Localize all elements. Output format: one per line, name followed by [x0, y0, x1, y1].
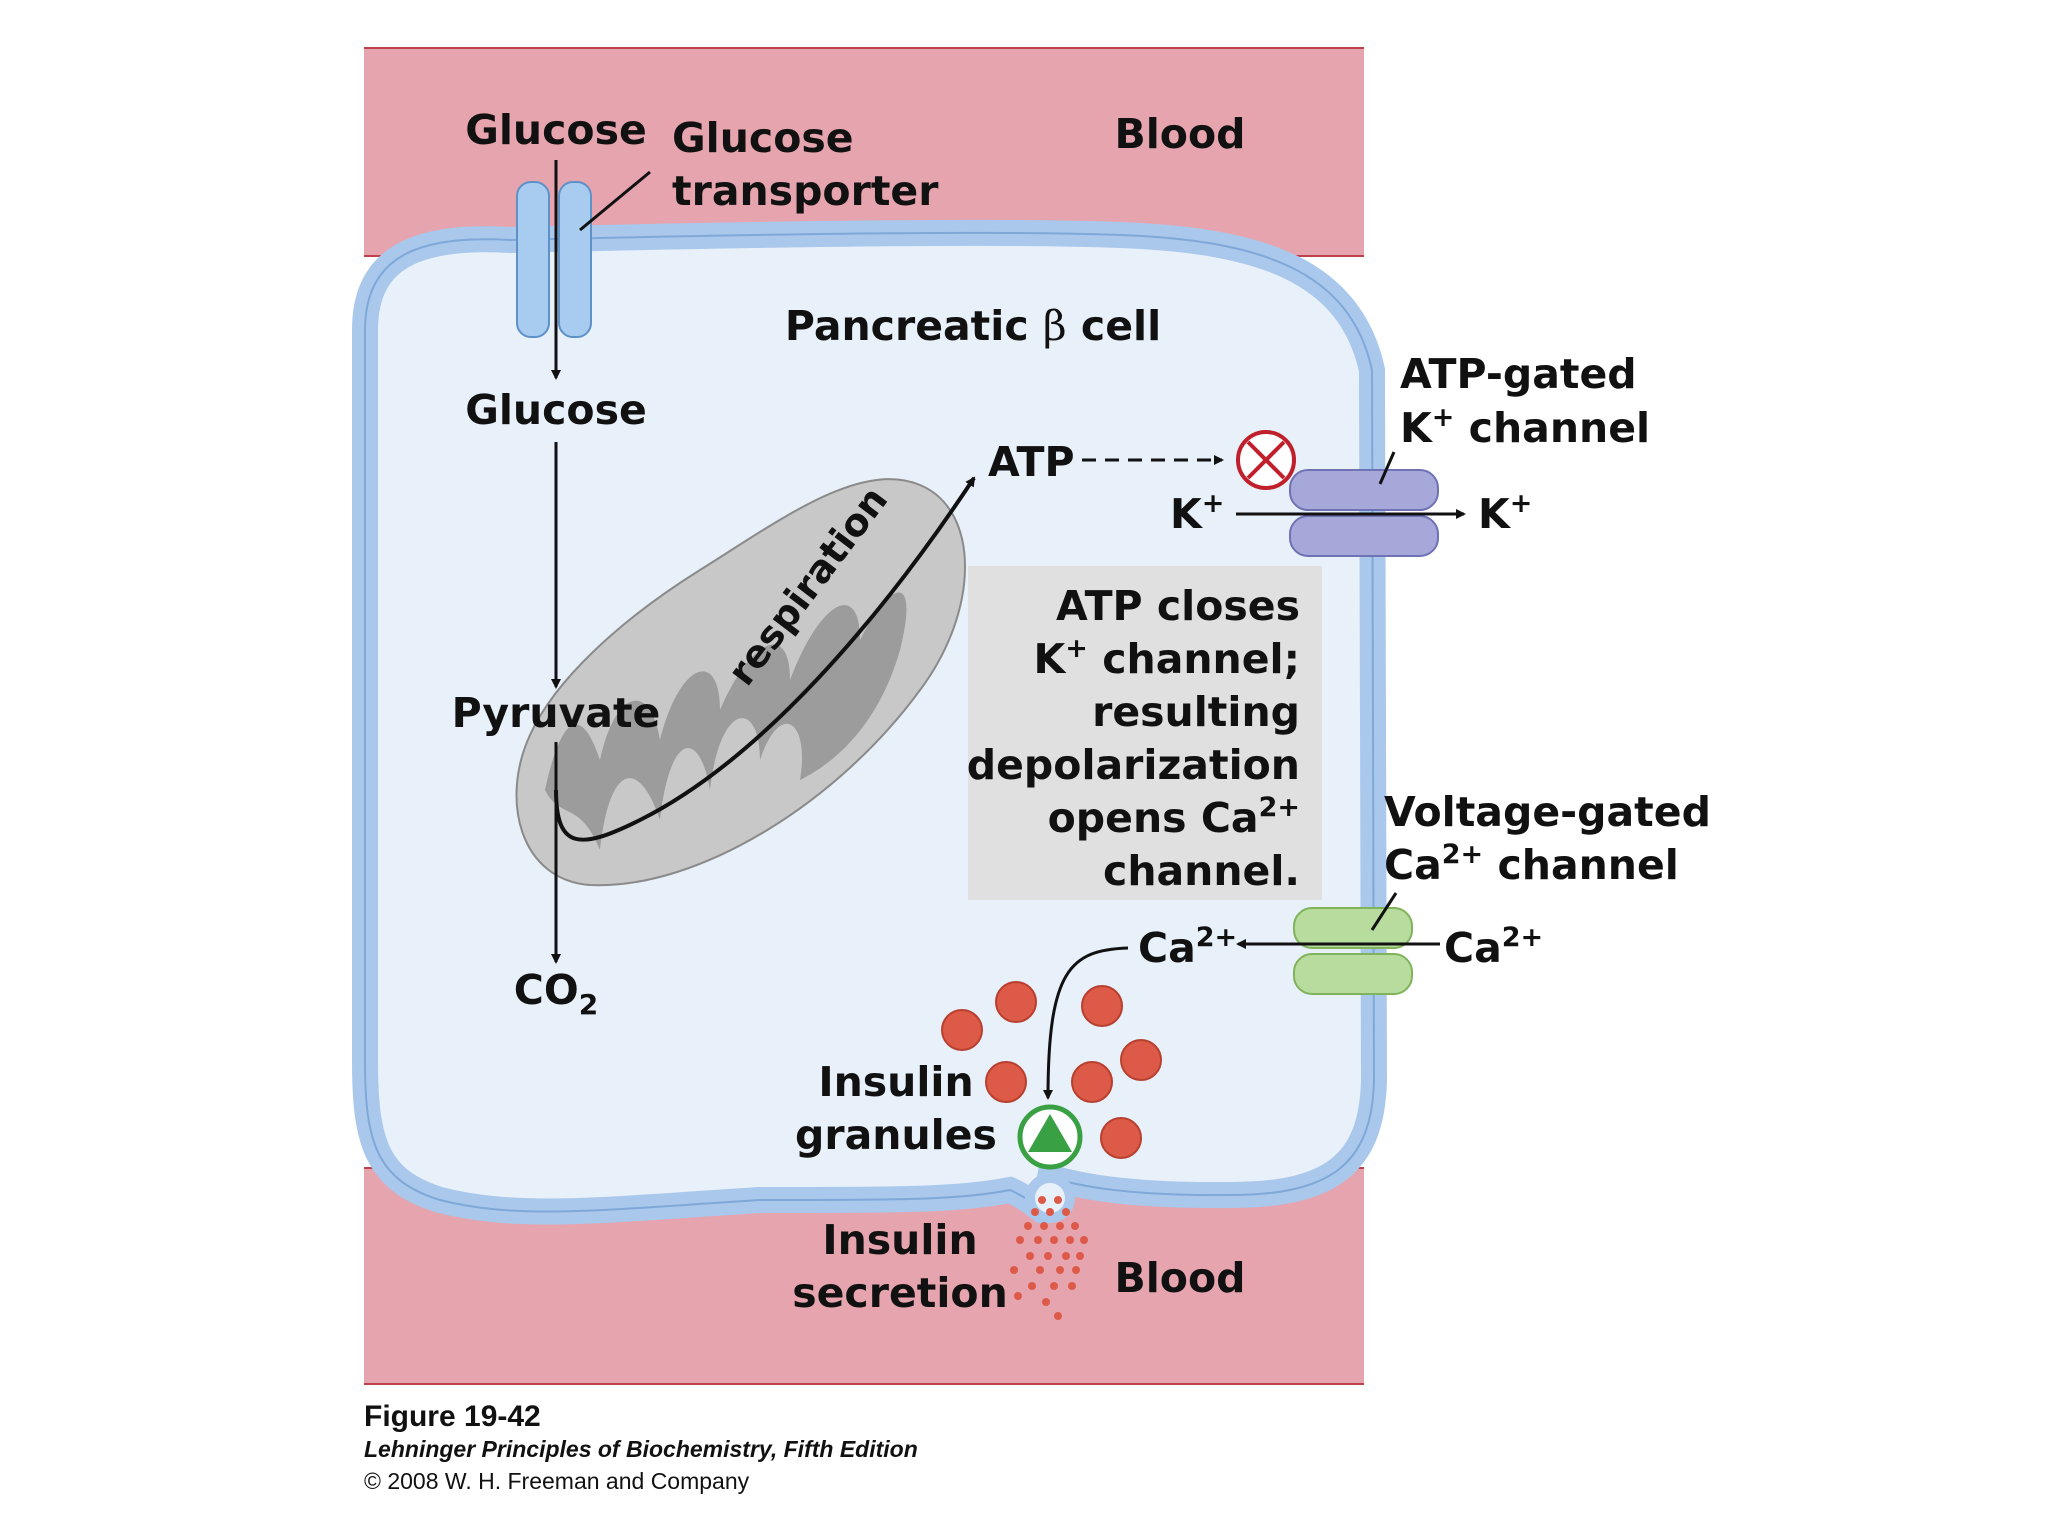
ca-channel-label-line1: Voltage-gated [1384, 788, 1711, 836]
pyruvate-label: Pyruvate [452, 689, 661, 737]
ca-outside-label: Ca2+ [1444, 922, 1543, 972]
info-line-1: ATP closes [1056, 582, 1300, 630]
mitochondrion [515, 478, 966, 887]
atp-channel-label-line2: K+ channel [1400, 402, 1650, 452]
info-line-4: depolarization [967, 741, 1300, 789]
ca-inside-label: Ca2+ [1138, 922, 1237, 972]
voltage-gated-ca-channel [1293, 907, 1413, 995]
insulin-secretion-label-line2: secretion [792, 1269, 1008, 1317]
figure-number: Figure 19-42 [364, 1400, 541, 1433]
insulin-granule [995, 981, 1037, 1023]
glucose-inside-label: Glucose [465, 386, 647, 434]
atp-label: ATP [988, 438, 1075, 486]
insulin-granules-label-line2: granules [795, 1111, 997, 1159]
beta-symbol: β [1043, 302, 1067, 350]
glucose-transporter-label-line1: Glucose [672, 114, 854, 162]
info-line-2: K+ channel; [1034, 633, 1300, 683]
exocytosis-bulge [1025, 1173, 1075, 1223]
info-line-3: resulting [1092, 688, 1300, 736]
block-symbol-icon [1236, 430, 1296, 490]
insulin-granule [941, 1009, 983, 1051]
exocytosis-icon [1017, 1104, 1083, 1170]
insulin-granule [1081, 985, 1123, 1027]
co2-label: CO2 [514, 966, 598, 1021]
k-outside-label: K+ [1478, 488, 1532, 538]
atp-channel-label-line1: ATP-gated [1400, 350, 1637, 398]
ca-channel-label-line2: Ca2+ channel [1384, 839, 1679, 889]
ca-to-granule-arrow [1043, 946, 1129, 1100]
info-box [968, 566, 1322, 900]
k-inside-label: K+ [1170, 488, 1224, 538]
insulin-granules [941, 981, 1162, 1159]
respiration-arrow [554, 476, 976, 842]
transporter-pointer [579, 170, 651, 232]
book-title: Lehninger Principles of Biochemistry, Fi… [364, 1436, 918, 1462]
glucose-transporter-label-line2: transporter [672, 167, 939, 215]
mitochondrion-cristae [545, 592, 907, 850]
blood-top-label: Blood [1115, 110, 1246, 158]
info-box-text: ATP closes K+ channel; resulting depolar… [967, 582, 1300, 895]
insulin-granule [1120, 1039, 1162, 1081]
copyright-line: © 2008 W. H. Freeman and Company [364, 1468, 750, 1494]
cell-title: Pancreatic β cell [785, 302, 1161, 350]
cell-membrane-outline [364, 231, 1376, 1213]
glucose-transporter [516, 181, 592, 338]
insulin-granule [985, 1061, 1027, 1103]
glucose-outside-label: Glucose [465, 106, 647, 154]
insulin-granule [1100, 1117, 1142, 1159]
info-line-6: channel. [1103, 847, 1300, 895]
atp-gated-k-channel [1289, 469, 1439, 557]
k-channel-pointer [1378, 451, 1396, 485]
secreted-insulin-dots [1010, 1196, 1088, 1320]
insulin-granule [1071, 1061, 1113, 1103]
ca-channel-pointer [1370, 892, 1398, 931]
insulin-granules-label-line1: Insulin [818, 1058, 973, 1106]
blood-bottom-label: Blood [1115, 1254, 1246, 1302]
info-line-5: opens Ca2+ [1048, 792, 1300, 842]
insulin-secretion-label-line1: Insulin [822, 1216, 977, 1264]
